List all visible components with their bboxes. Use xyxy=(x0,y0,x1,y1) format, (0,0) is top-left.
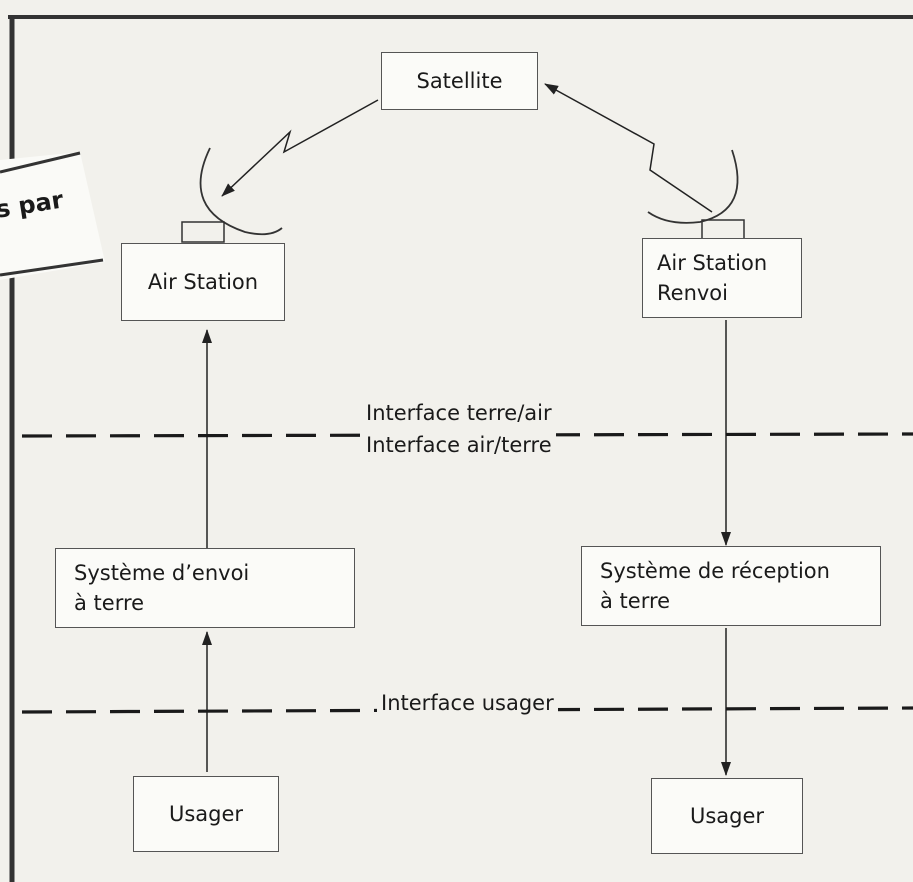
systeme-envoi-node: Système d’envoi à terre xyxy=(55,548,355,628)
satellite-label: Satellite xyxy=(416,69,503,93)
usager-left-label: Usager xyxy=(168,802,244,826)
systeme-envoi-label-line2: à terre xyxy=(74,591,145,615)
air-station-renvoi-node: Air Station Renvoi xyxy=(642,238,802,318)
torn-page-fragment xyxy=(0,151,105,280)
dish-antenna-right xyxy=(647,149,739,224)
air-station-renvoi-label-line2: Renvoi xyxy=(657,281,728,305)
systeme-reception-label-line2: à terre xyxy=(600,589,671,613)
interface-usager-label: Interface usager xyxy=(377,688,558,718)
antenna-base-left xyxy=(181,221,225,243)
satellite-node: Satellite xyxy=(381,52,538,110)
systeme-reception-node: Système de réception à terre xyxy=(581,546,881,626)
usager-right-label: Usager xyxy=(689,804,765,828)
systeme-reception-label-line1: Système de réception xyxy=(600,559,830,583)
antenna-base-right xyxy=(701,219,745,241)
systeme-envoi-label-line1: Système d’envoi xyxy=(74,561,250,585)
air-station-renvoi-label-line1: Air Station xyxy=(657,251,768,275)
dish-antenna-left xyxy=(199,147,283,236)
usager-left-node: Usager xyxy=(133,776,279,852)
interface-terre-air-label: Interface terre/air xyxy=(366,401,552,425)
air-station-label: Air Station xyxy=(147,270,259,294)
usager-right-node: Usager xyxy=(651,778,803,854)
air-station-node: Air Station xyxy=(121,243,285,321)
link-renvoi-to-satellite xyxy=(544,83,713,213)
interface-air-terre-label: Interface air/terre xyxy=(362,430,556,460)
link-satellite-to-air-station xyxy=(221,99,379,197)
